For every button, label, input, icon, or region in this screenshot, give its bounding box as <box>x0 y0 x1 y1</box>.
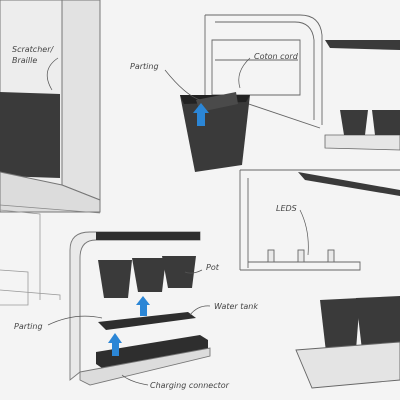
label-coton-cord: Coton cord <box>254 52 298 61</box>
pots-in-tray <box>295 296 400 389</box>
device-assembly <box>69 231 211 386</box>
device-front-view <box>0 0 101 214</box>
pot-top-view <box>180 92 250 172</box>
label-scratcher: Scratcher/ <box>12 45 54 54</box>
label-water-tank: Water tank <box>214 302 259 311</box>
label-parting-bottom: Parting <box>14 322 43 331</box>
label-leds: LEDS <box>276 204 297 213</box>
label-braille: Braille <box>12 56 38 65</box>
led-frame <box>239 169 400 271</box>
label-charging-connector: Charging connector <box>150 381 229 390</box>
base-faint-sketch <box>0 209 61 306</box>
shelf-with-pots <box>324 40 400 151</box>
label-pot: Pot <box>206 263 219 272</box>
leader-lines <box>46 57 309 386</box>
label-parting-top: Parting <box>130 62 159 71</box>
